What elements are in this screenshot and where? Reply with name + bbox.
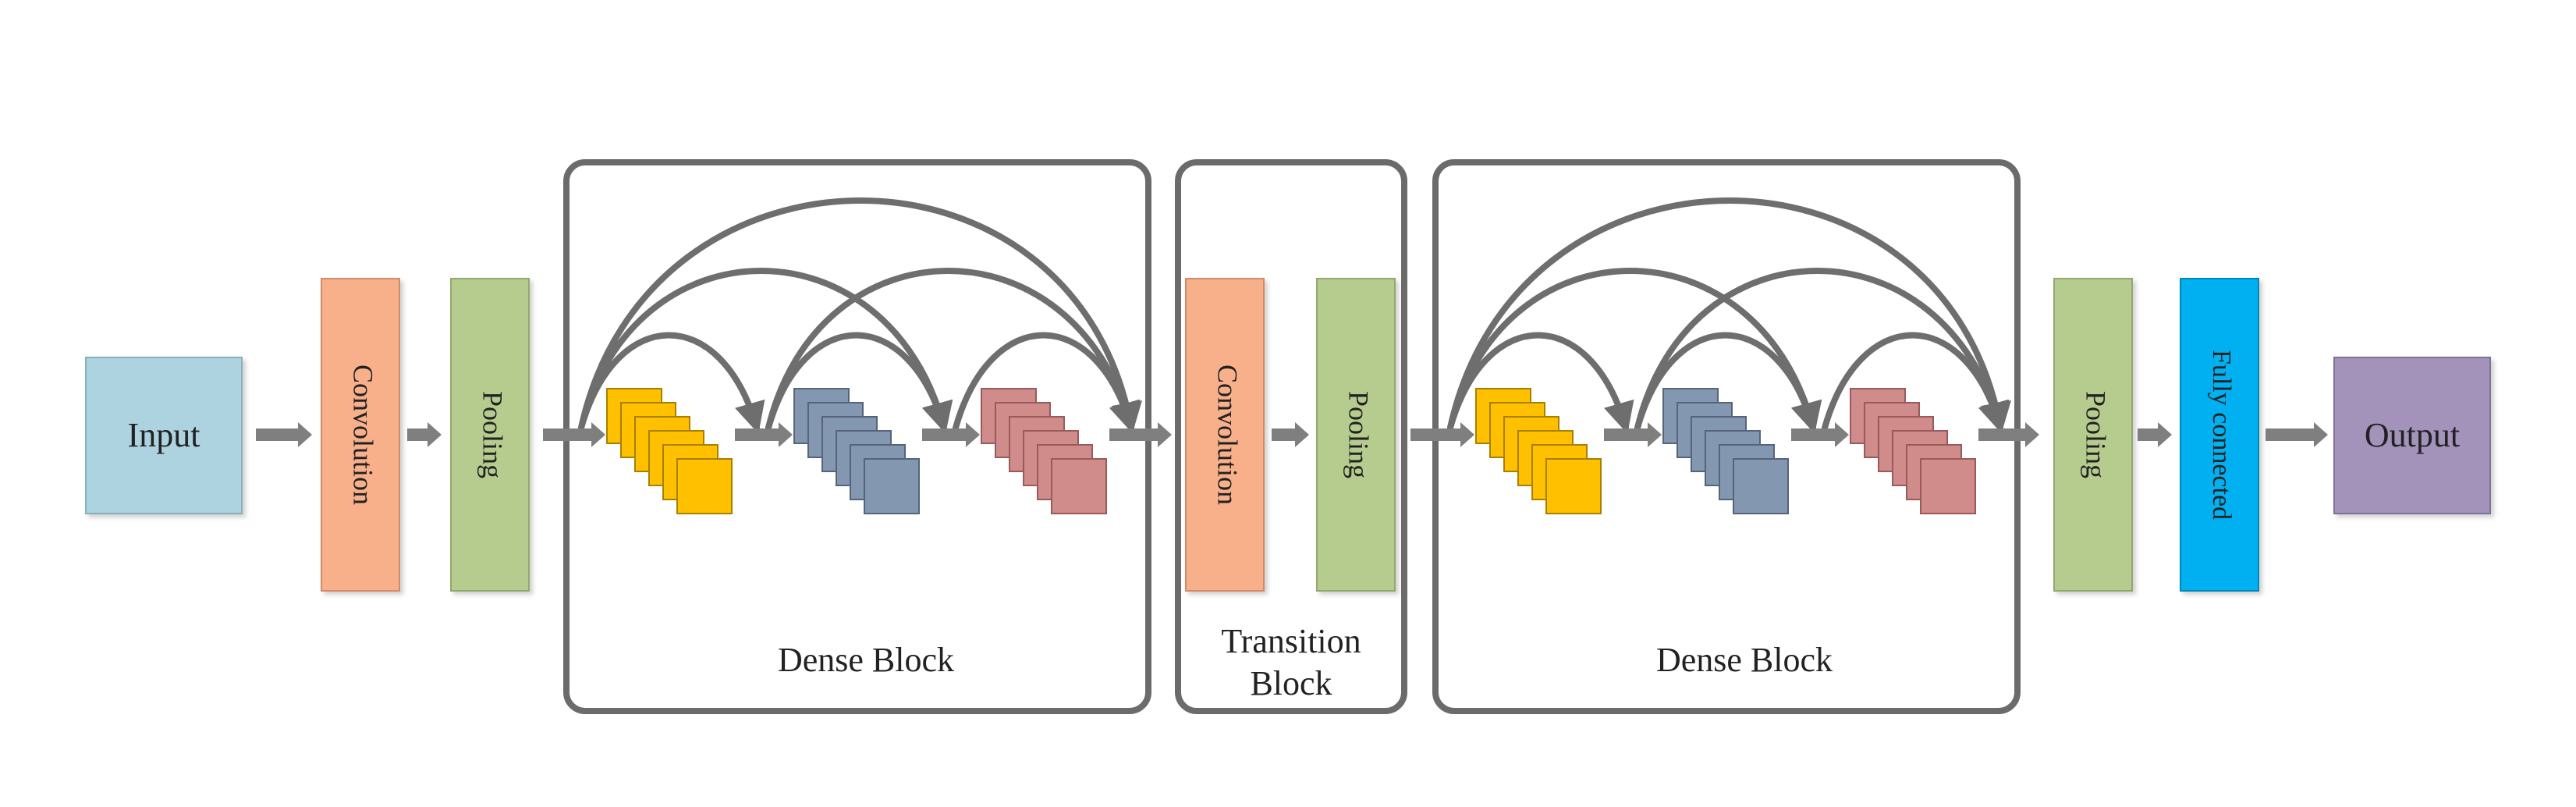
feature-stack-yellow-2 [1475,388,1602,514]
forward-arrows [256,422,2328,447]
arrow-dense2-to-pool [1978,422,2039,447]
arrow-dense1-node3 [922,422,980,447]
input-node [85,357,243,514]
arrow-pool-to-fc [2138,422,2172,447]
convolution-label-2: Convolution [1212,364,1244,505]
arrow-dense1-node2 [735,422,793,447]
feature-stack-yellow-1 [606,388,733,514]
input-label: Input [128,416,200,454]
feature-stack-blue-2 [1662,388,1789,514]
arrow-dense2-node3 [1791,422,1849,447]
arrow-pool-to-dense1 [543,422,605,447]
arrow-input-to-conv [256,422,312,447]
feature-stack-red-2 [1850,388,1976,514]
pooling-label-3: Pooling [2081,391,2112,478]
transition-block-label-line1: Transition [1221,622,1361,660]
convolution-layer-1 [321,278,400,592]
transition-block-label-line2: Block [1250,664,1332,702]
feature-stack-red-1 [981,388,1107,514]
output-node [2333,357,2491,514]
dense-block-1-label: Dense Block [778,641,954,679]
arrow-dense1-to-transition [1109,422,1172,447]
dense-block-2-label: Dense Block [1656,641,1833,679]
fully-connected-label: Fully connected [2207,350,2236,520]
pooling-label-1: Pooling [477,391,509,478]
transition-block-frame [1175,159,1407,714]
pooling-layer-3 [2053,278,2133,592]
convolution-layer-2 [1185,278,1265,592]
output-label: Output [2365,416,2460,454]
pooling-label-2: Pooling [1343,391,1375,478]
fully-connected-layer [2180,278,2259,592]
arrow-transition-to-dense2 [1410,422,1474,447]
pooling-layer-2 [1316,278,1396,592]
arrow-fc-to-output [2266,422,2328,447]
convolution-label-1: Convolution [348,364,379,505]
arrow-dense2-node2 [1604,422,1662,447]
arrow-transition-conv-to-pool [1272,422,1309,447]
dense-connections-2 [1447,197,2011,434]
pooling-layer-1 [450,278,530,592]
feature-stack-blue-1 [793,388,920,514]
arrow-conv-to-pool [407,422,442,447]
dense-connections-1 [578,197,1142,434]
